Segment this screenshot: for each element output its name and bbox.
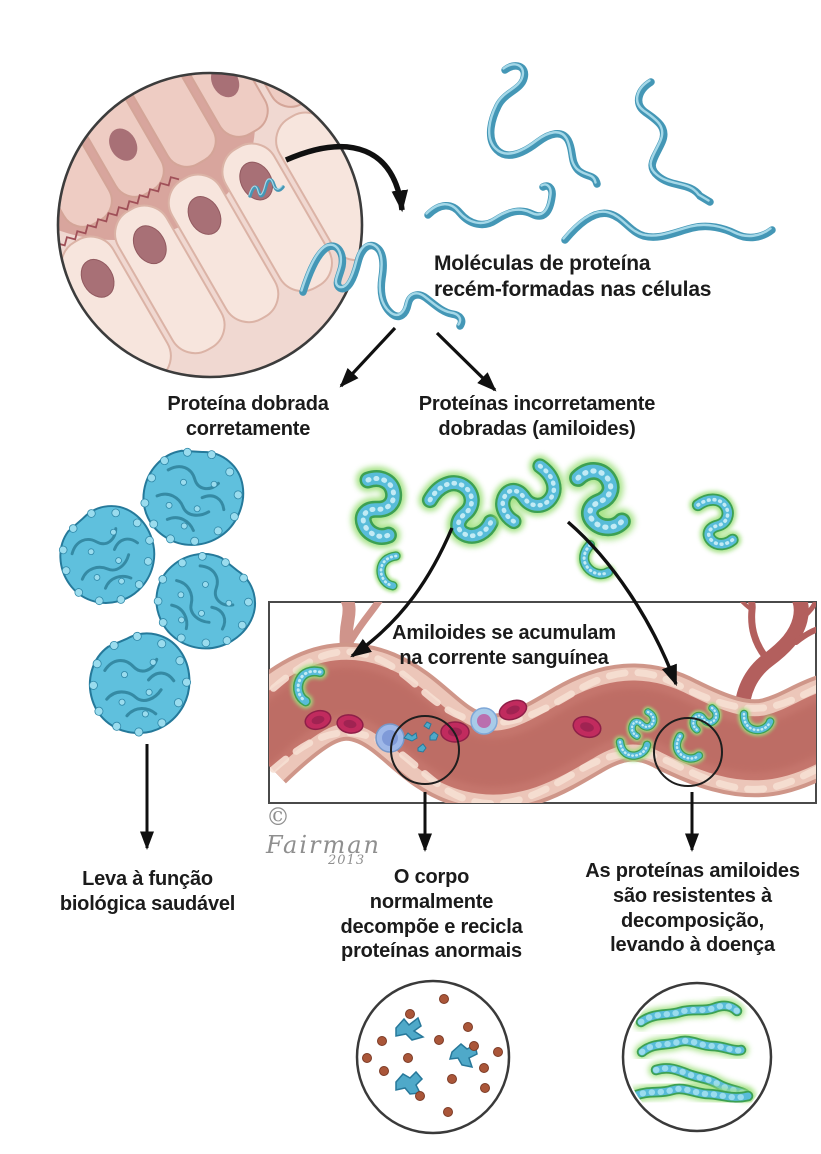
protein-fragment-shapes xyxy=(395,1016,478,1095)
signature-year: 2013 xyxy=(328,853,366,868)
bloodstream-panel xyxy=(268,601,817,804)
label-body-recycles: O corpo normalmente decompõe e recicla p… xyxy=(340,866,523,963)
amino-acid-dots xyxy=(362,994,503,1117)
tissue-cells-inset xyxy=(56,71,364,379)
highlight-circle-amyloid xyxy=(653,717,723,787)
artist-name: © Fairman xyxy=(266,803,382,859)
recycled-proteins-circle xyxy=(355,979,511,1135)
nascent-protein-in-cell-squiggle xyxy=(248,178,285,198)
label-amyloids-bloodstream: Amiloides se acumulam na corrente sanguí… xyxy=(392,622,616,669)
label-misfolded-amyloids: Proteínas incorretamente dobradas (amilo… xyxy=(418,393,656,440)
arrow-to-folded xyxy=(339,326,397,388)
branch-vessel-right xyxy=(734,602,816,728)
protein-fragments-in-vessel xyxy=(403,721,439,753)
amyloid-clumps xyxy=(355,464,736,588)
arrow-amyloid-into-vessel-right xyxy=(566,520,678,687)
folded-protein-blobs xyxy=(40,434,275,746)
highlight-circle-recycled xyxy=(390,715,460,785)
arrow-cell-to-protein xyxy=(284,144,409,213)
label-folded-correctly: Proteína dobrada corretamente xyxy=(167,393,329,440)
red-blood-cells xyxy=(304,699,602,743)
artist-signature: © Fairman 2013 xyxy=(266,803,416,868)
arrow-to-misfolded xyxy=(435,331,497,392)
amyloid-fibrils-circle xyxy=(621,981,773,1133)
arrow-amyloid-into-vessel-left xyxy=(350,527,454,658)
label-resistant-disease: As proteínas amiloides são resistentes à… xyxy=(585,860,800,957)
label-new-protein-molecules: Moléculas de proteína recém-formadas nas… xyxy=(434,252,712,302)
label-healthy-function: Leva à função biológica saudável xyxy=(59,868,236,915)
